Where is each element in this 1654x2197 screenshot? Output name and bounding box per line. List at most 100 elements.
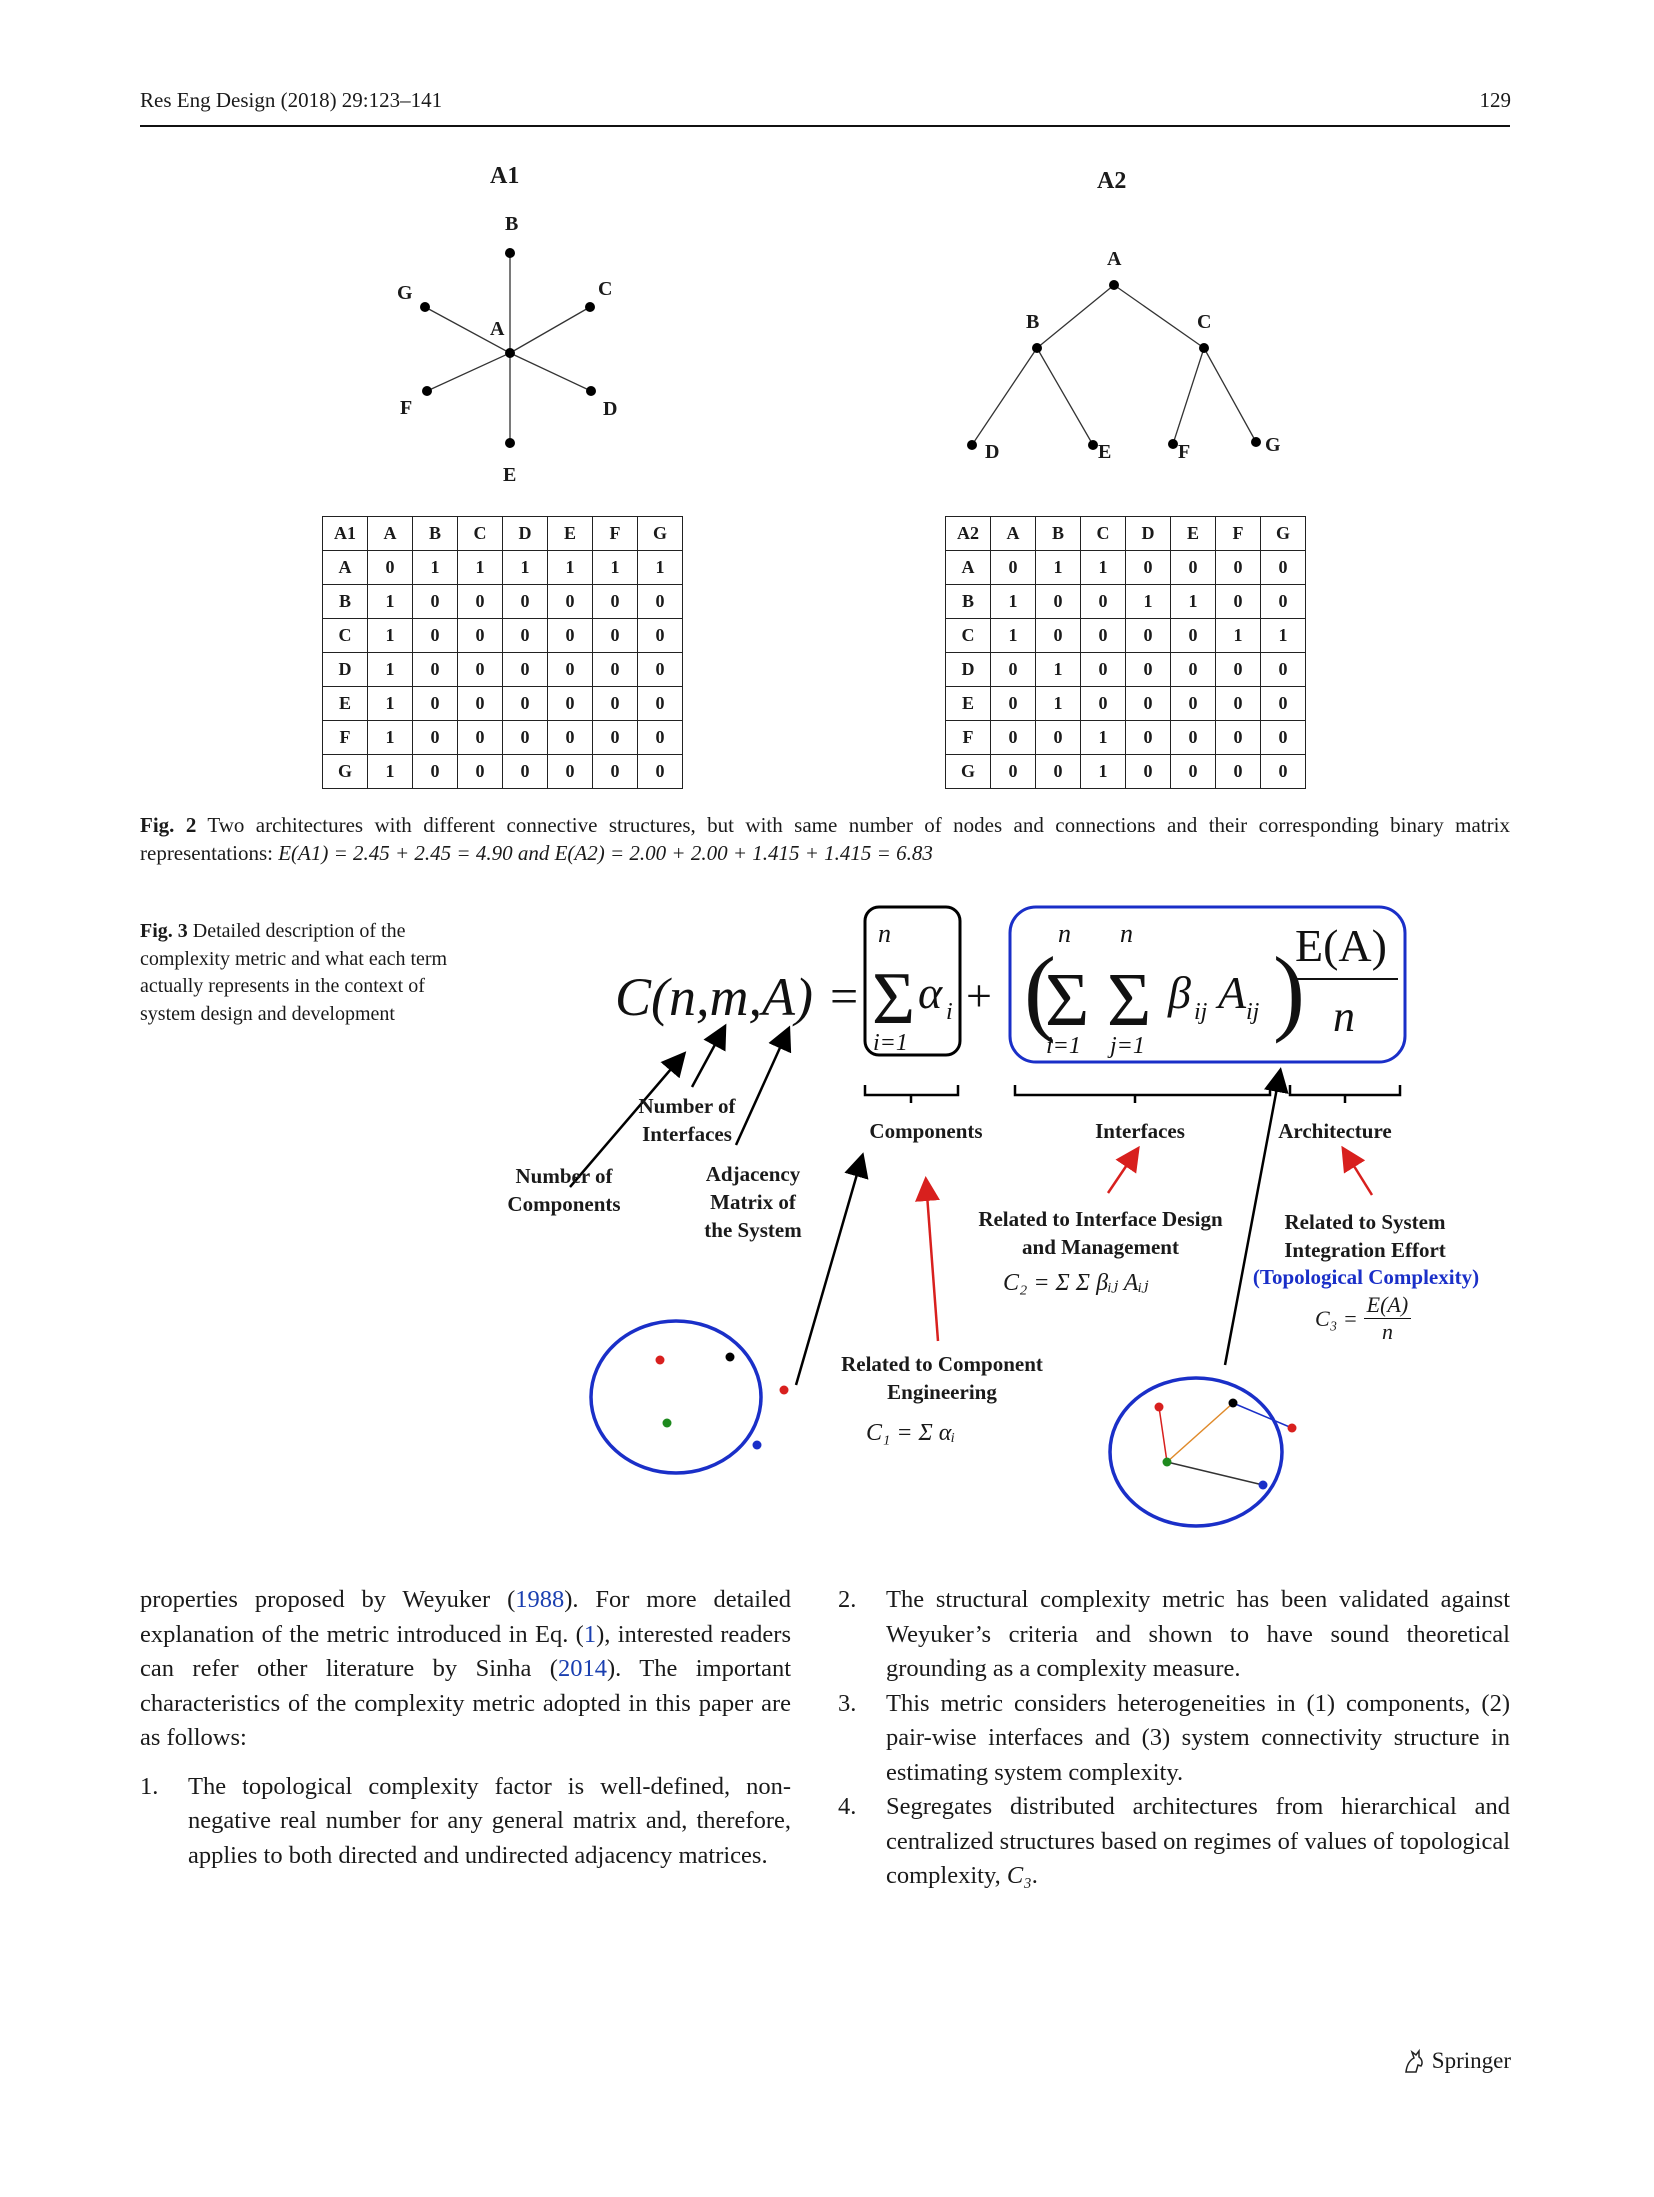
list-item-3: 3. This metric considers heterogeneities…	[838, 1687, 1510, 1791]
citation-link[interactable]: 1	[583, 1620, 597, 1648]
c3-lhs: C₃ =	[1315, 1305, 1358, 1331]
matrix-cell: 0	[592, 652, 638, 687]
matrix-cell: 1	[367, 754, 413, 789]
a-term: A	[1215, 967, 1247, 1018]
paragraph-text: ). The important characteristics of the …	[140, 1655, 791, 1751]
matrix-cell: 1	[1080, 720, 1126, 755]
matrix-row-label: F	[322, 720, 368, 755]
matrix-cell: 1	[367, 686, 413, 721]
graph-a2	[967, 280, 1261, 450]
matrix-cell: 0	[412, 754, 458, 789]
matrix-row-label: E	[945, 686, 991, 721]
a2-label-g: G	[1265, 434, 1281, 456]
node-d	[586, 386, 596, 396]
matrix-row-label: F	[945, 720, 991, 755]
matrix-cell: 0	[1080, 686, 1126, 721]
formula-c1: C₁ = Σ αᵢ	[866, 1420, 956, 1446]
matrix-cell: 0	[1125, 686, 1171, 721]
matrix-cell: 0	[412, 686, 458, 721]
matrix-cell: 0	[1260, 754, 1306, 789]
matrix-cell: 0	[1035, 584, 1081, 619]
a1-label-g: G	[397, 282, 413, 304]
matrix-cell: 0	[592, 584, 638, 619]
citation-link[interactable]: 1988	[515, 1586, 565, 1613]
matrix-cell: 1	[1035, 550, 1081, 585]
sum3-upper: n	[1120, 919, 1133, 948]
interfaces-architecture-box	[1008, 905, 1407, 1064]
matrix-cell: 1	[990, 618, 1036, 653]
components-circle	[589, 1319, 763, 1475]
matrix-cell: 0	[502, 720, 548, 755]
matrix-column-header: A	[367, 516, 413, 551]
matrix-cell: 0	[547, 652, 593, 687]
fig3-diagram: C(n,m,A) = n Σ i=1 α i + ( n Σ i=1 n Σ j…	[569, 905, 1407, 1528]
matrix-cell: 0	[1125, 754, 1171, 789]
matrix-cell: 1	[367, 618, 413, 653]
matrix-cell: 1	[367, 652, 413, 687]
c3-symbol: C₃	[1006, 1862, 1032, 1889]
fig2-caption: Fig. 2 Two architectures with different …	[140, 811, 1510, 867]
a2-label-f: F	[1178, 441, 1191, 463]
matrix-row-label: G	[322, 754, 368, 789]
label-topological: (Topological Complexity)	[1252, 1265, 1480, 1289]
list-num-2: 2.	[838, 1586, 857, 1613]
matrix-cell: 0	[637, 618, 683, 653]
matrix-cell: 1	[1080, 550, 1126, 585]
matrix-cell: 0	[1215, 686, 1261, 721]
matrix-cell: 0	[637, 584, 683, 619]
formula-plus: +	[966, 970, 992, 1021]
matrix-cell: 0	[1125, 652, 1171, 687]
list-num-3: 3.	[838, 1689, 857, 1717]
fig2-caption-formula: E(A1) = 2.45 + 2.45 = 4.90 and E(A2) = 2…	[278, 841, 933, 865]
body-right-column: 2. The structural complexity metric has …	[838, 1583, 1510, 1894]
list-item-2: 2. The structural complexity metric has …	[838, 1583, 1510, 1687]
matrix-row-label: A	[322, 550, 368, 585]
matrix-column-header: E	[547, 516, 593, 551]
citation-link[interactable]: 2014	[557, 1655, 607, 1682]
list-text-4: Segregates distributed architectures fro…	[886, 1793, 1510, 1889]
a1-label-b: B	[505, 213, 519, 235]
matrix-cell: 1	[412, 550, 458, 585]
list-text-1: The topological complexity factor is wel…	[188, 1772, 791, 1869]
label-interfaces: Interfaces	[1095, 1119, 1185, 1143]
list-text-3: This metric considers heterogeneities in…	[886, 1689, 1510, 1786]
matrix-column-header: B	[412, 516, 458, 551]
label-architecture: Architecture	[1278, 1119, 1392, 1143]
matrix-cell: 0	[592, 720, 638, 755]
c3-num: E(A)	[1363, 1292, 1412, 1319]
sum3-lower: j=1	[1107, 1033, 1145, 1059]
label-num-interfaces: Number of Interfaces	[638, 1094, 736, 1146]
label-num-components: Number of Components	[507, 1164, 621, 1216]
matrix-corner: A2	[945, 516, 991, 551]
paragraph-text: ), interested readers can refer other li…	[140, 1620, 791, 1683]
matrix-cell: 0	[1170, 652, 1216, 687]
graph-a1	[420, 248, 596, 448]
matrix-cell: 0	[1080, 652, 1126, 687]
matrix-cell: 1	[637, 550, 683, 585]
a2-label-a: A	[1107, 248, 1122, 270]
node-e	[1088, 440, 1098, 450]
matrix-cell: 0	[990, 652, 1036, 687]
matrix-column-header: B	[1035, 516, 1081, 551]
matrix-cell: 0	[990, 754, 1036, 789]
matrix-cell: 0	[1035, 754, 1081, 789]
matrix-cell: 1	[1035, 652, 1081, 687]
a-sub: ij	[1246, 999, 1260, 1025]
page-number: 129	[1479, 88, 1512, 112]
graph-a1-title: A1	[490, 163, 520, 189]
matrix-cell: 0	[547, 618, 593, 653]
matrix-cell: 1	[1170, 584, 1216, 619]
matrix-cell: 0	[1080, 584, 1126, 619]
matrix-column-header: G	[637, 516, 683, 551]
matrix-cell: 1	[592, 550, 638, 585]
matrix-row-label: G	[945, 754, 991, 789]
matrix-cell: 0	[457, 720, 503, 755]
node-d	[967, 440, 977, 450]
matrix-cell: 0	[592, 686, 638, 721]
